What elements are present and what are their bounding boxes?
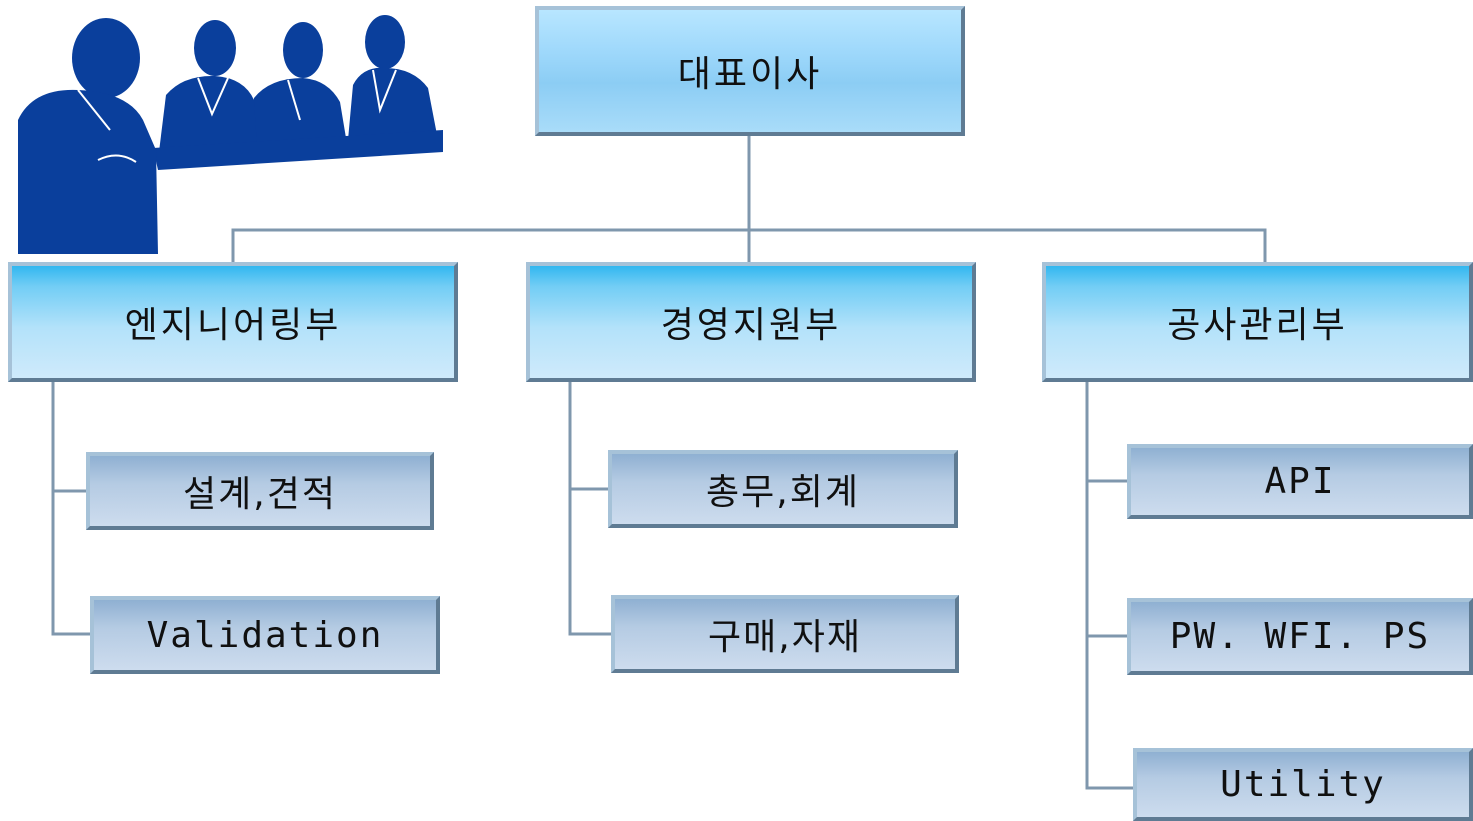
ceo-box: 대표이사 [535,6,965,136]
department-box-engineering: 엔지니어링부 [8,262,458,382]
team-label: 설계,견적 [183,474,337,515]
team-box-design-estimate: 설계,견적 [86,452,434,530]
engineering-team-connector [51,382,90,636]
team-label: 총무,회계 [706,472,860,513]
department-label: 엔지니어링부 [124,305,342,346]
team-box-validation: Validation [90,596,440,674]
department-label: 공사관리부 [1167,305,1348,346]
team-label: Validation [146,614,384,656]
team-box-general-affairs-accounting: 총무,회계 [608,450,958,528]
team-label: API [1264,461,1336,502]
construction-team-connector [1085,382,1133,790]
management-team-connector [568,382,611,636]
business-meeting-silhouette-icon [18,15,443,254]
team-label: 구매,자재 [708,617,862,658]
team-box-purchasing-materials: 구매,자재 [611,595,959,673]
department-box-construction: 공사관리부 [1042,262,1473,382]
team-box-api: API [1127,444,1473,519]
department-bus-connector [231,228,1267,262]
team-label: PW. WFI. PS [1169,616,1431,657]
department-box-management-support: 경영지원부 [526,262,976,382]
team-box-pw-wfi-ps: PW. WFI. PS [1127,598,1473,675]
team-label: Utility [1220,764,1386,805]
department-label: 경영지원부 [660,305,842,346]
team-box-utility: Utility [1133,748,1473,821]
ceo-label: 대표이사 [677,54,823,95]
